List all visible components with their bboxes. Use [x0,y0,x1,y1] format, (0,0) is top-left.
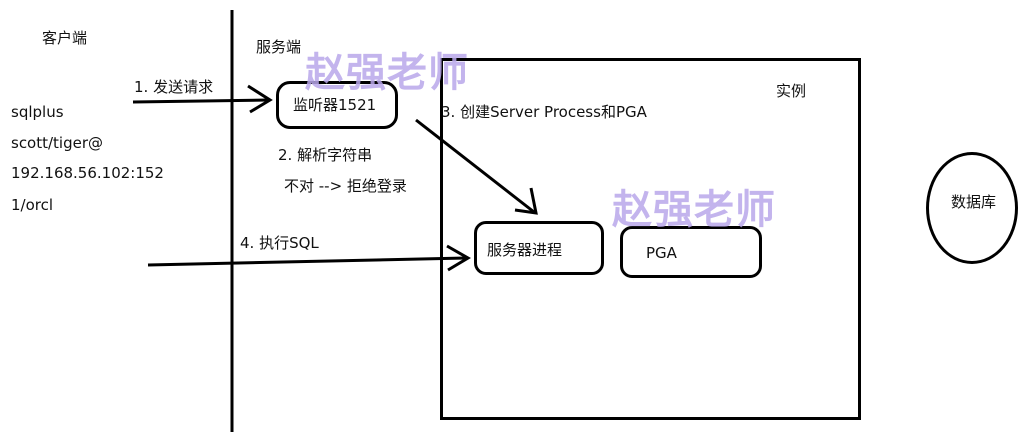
watermark-top: 赵强老师 [305,50,469,96]
client-title: 客户端 [42,29,88,47]
arrow-execute-sql [147,244,471,272]
client-line-2: scott/tiger@ [11,134,104,152]
database-label: 数据库 [951,193,997,211]
pga-label: PGA [646,244,677,262]
step-4-label: 4. 执行SQL [240,234,319,252]
instance-label: 实例 [776,82,807,100]
pga-box: PGA [620,226,762,278]
client-line-4: 1/orcl [11,196,54,214]
listener-box: 监听器1521 [276,81,398,129]
arrow-create-process [415,118,538,215]
server-process-label: 服务器进程 [487,241,563,259]
step-2-note: 不对 --> 拒绝登录 [284,177,407,195]
client-line-3: 192.168.56.102:152 [11,164,164,182]
watermark-center: 赵强老师 [612,187,776,233]
server-title: 服务端 [256,38,302,56]
step-2-label: 2. 解析字符串 [278,146,373,164]
client-line-1: sqlplus [11,103,64,121]
database-ellipse: 数据库 [926,152,1018,264]
server-process-box: 服务器进程 [474,221,604,275]
listener-label: 监听器1521 [293,96,377,114]
step-3-label: 3. 创建Server Process和PGA [441,103,647,121]
step-1-label: 1. 发送请求 [134,78,214,96]
arrow-send-request [132,84,273,114]
instance-box [440,58,861,420]
